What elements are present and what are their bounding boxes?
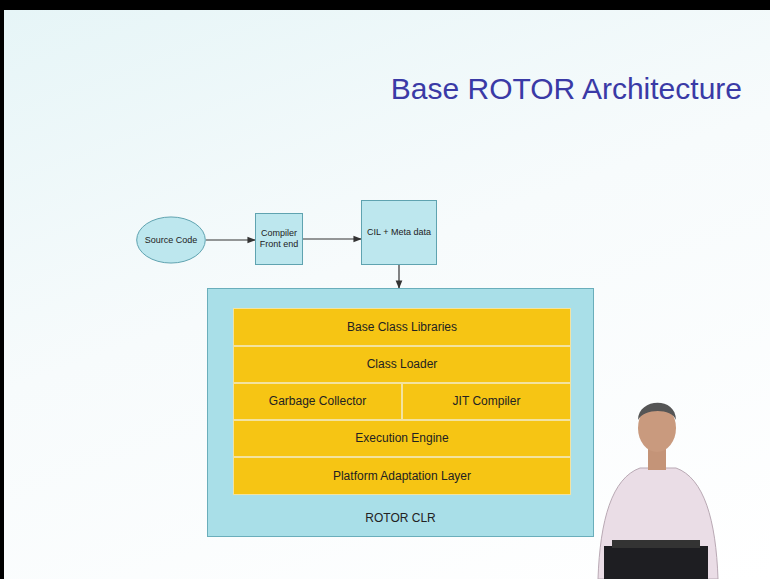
node-label: Class Loader: [367, 357, 438, 371]
layer-band: Class Loader: [233, 346, 571, 383]
layer-band: Execution Engine: [233, 420, 571, 457]
presenter-figure: [598, 403, 718, 579]
flow-arrow: [398, 265, 399, 288]
flow-arrow: [303, 238, 361, 239]
node-label: JIT Compiler: [453, 394, 521, 408]
node-label: Execution Engine: [355, 431, 448, 445]
source-ellipse: Source Code: [136, 216, 206, 264]
node-label: ROTOR CLR: [208, 511, 593, 525]
presenter-hair: [638, 403, 676, 420]
presenter-shirt: [598, 468, 718, 579]
layer-band: Garbage Collector: [233, 383, 402, 420]
node-label: Base Class Libraries: [347, 320, 457, 334]
laptop: [604, 546, 708, 579]
slide-title: Base ROTOR Architecture: [391, 72, 742, 106]
layer-band: JIT Compiler: [402, 383, 571, 420]
node-label: Platform Adaptation Layer: [333, 469, 471, 483]
node-label: Garbage Collector: [269, 394, 366, 408]
clr-container: ROTOR CLR Base Class LibrariesClass Loade…: [207, 288, 594, 537]
process-box: Compiler Front end: [255, 213, 303, 265]
layer-band: Platform Adaptation Layer: [233, 457, 571, 495]
flow-arrow: [206, 239, 255, 240]
node-label: Source Code: [145, 235, 198, 246]
layer-band: Base Class Libraries: [233, 308, 571, 346]
process-box: CIL + Meta data: [361, 200, 437, 265]
node-label: CIL + Meta data: [367, 227, 431, 238]
laptop-edge: [612, 540, 700, 548]
ellipse-shape: [137, 217, 206, 263]
node-label: Compiler Front end: [259, 228, 299, 250]
